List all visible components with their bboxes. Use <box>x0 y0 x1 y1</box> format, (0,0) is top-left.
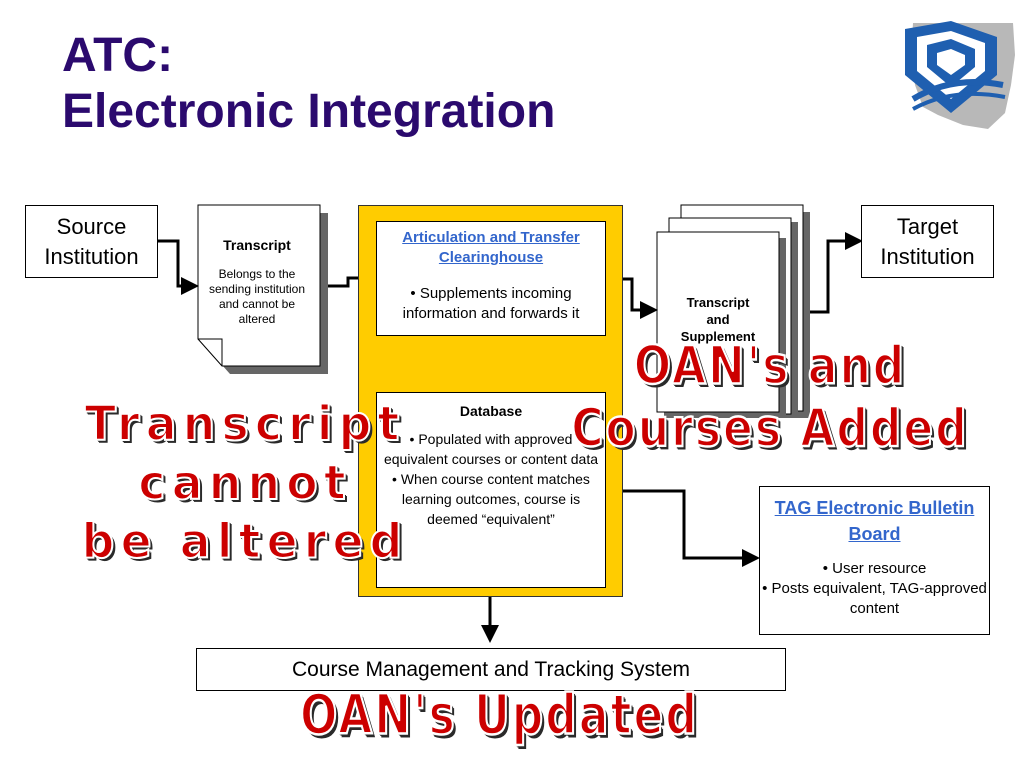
arrow-source-to-transcript <box>158 239 199 295</box>
database-bullet-1: • Populated with approved equivalent cou… <box>383 431 599 467</box>
target-line-2: Institution <box>880 243 975 269</box>
tag-bulletin-box: TAG Electronic Bulletin Board • User res… <box>759 486 990 635</box>
supplement-line-1: Transcript <box>686 295 750 310</box>
transcript-body: Belongs to the sending institution and c… <box>208 267 306 326</box>
callout-oans-updated: OAN's Updated <box>299 682 699 748</box>
callout-oans-courses-added: OAN's and Courses Added <box>560 334 980 461</box>
transcript-doc-text: Transcript Belongs to the sending instit… <box>206 238 308 327</box>
supplement-doc-text: Transcript and Supplement <box>663 294 773 345</box>
database-heading: Database <box>459 403 523 419</box>
database-bullet-2: • When course content matches learning o… <box>392 471 590 527</box>
cmts-box: Course Management and Tracking System <box>196 648 786 691</box>
target-line-1: Target <box>896 213 959 239</box>
title-line-2: Electronic Integration <box>62 85 556 138</box>
database-box: Database • Populated with approved equiv… <box>376 392 606 588</box>
source-institution-box: Source Institution <box>25 205 158 278</box>
tag-bullet-2: • Posts equivalent, TAG-approved content <box>762 580 987 617</box>
page-title: ATC: Electronic Integration <box>62 28 555 140</box>
supplement-line-3: Supplement <box>680 329 756 344</box>
arrow-supplement-to-target <box>810 232 863 314</box>
transcript-document <box>197 204 328 374</box>
callout-oans-line-2: Courses Added <box>570 397 969 461</box>
supplement-line-2: and <box>706 312 730 327</box>
ohio-board-logo <box>905 21 1015 129</box>
tag-link[interactable]: TAG Electronic Bulletin Board <box>774 498 975 544</box>
cmts-label: Course Management and Tracking System <box>291 658 691 681</box>
clearinghouse-box: Articulation and Transfer Clearinghouse … <box>376 221 606 336</box>
supplement-documents <box>656 204 810 418</box>
clearinghouse-link[interactable]: Articulation and Transfer Clearinghouse <box>402 229 580 266</box>
callout-oans-line-1: OAN's and <box>633 334 907 398</box>
arrow-database-to-tag <box>606 489 760 567</box>
callout-transcript-line-1: Transcript <box>84 394 406 453</box>
callout-transcript-line-2: cannot <box>137 453 352 512</box>
transcript-heading: Transcript <box>223 237 291 253</box>
callout-transcript-line-3: be altered <box>81 511 409 570</box>
title-line-1: ATC: <box>62 29 174 82</box>
callout-oans-updated-text: OAN's Updated <box>299 682 699 748</box>
clearinghouse-bullet: • Supplements incoming information and f… <box>402 285 580 322</box>
tag-bullet-1: • User resource <box>822 560 927 577</box>
target-institution-box: Target Institution <box>861 205 994 278</box>
callout-transcript-not-altered: Transcript cannot be altered <box>20 394 470 570</box>
source-line-1: Source <box>56 213 127 239</box>
source-line-2: Institution <box>44 243 139 269</box>
